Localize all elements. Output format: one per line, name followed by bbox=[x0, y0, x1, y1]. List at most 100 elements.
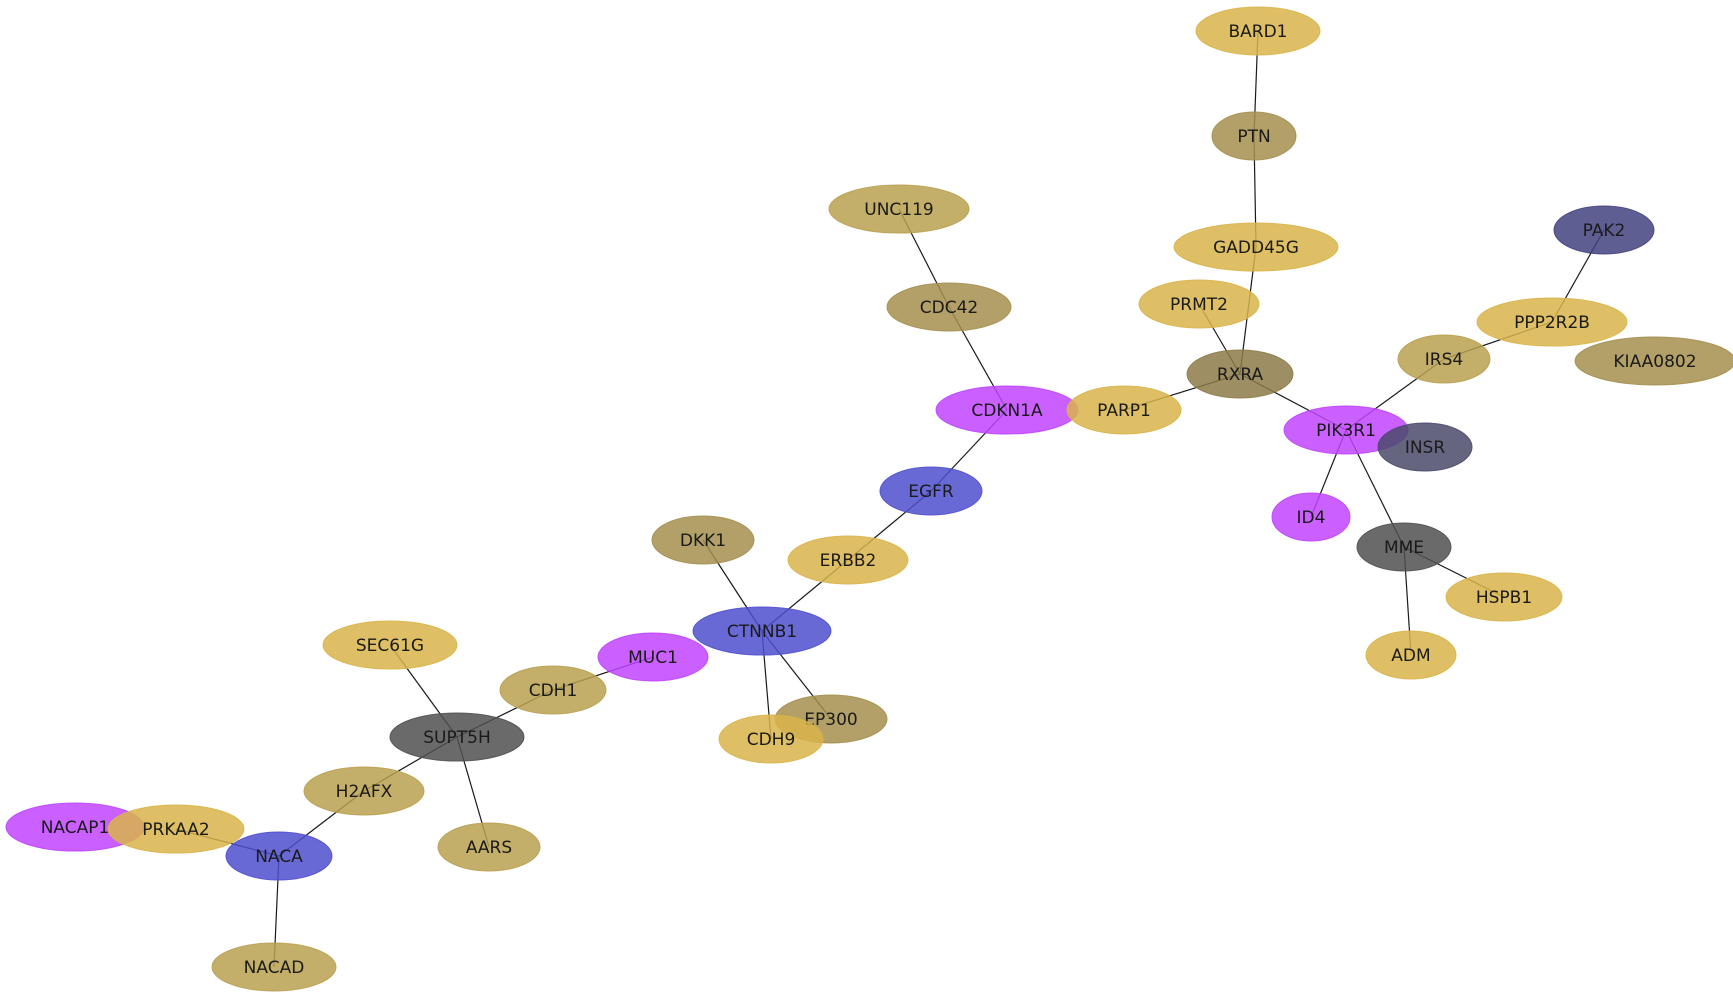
node-ellipse bbox=[1397, 334, 1491, 384]
node-cdc42[interactable]: CDC42 bbox=[886, 282, 1012, 332]
node-label: EGFR bbox=[908, 482, 954, 502]
node-aars[interactable]: AARS bbox=[437, 822, 541, 872]
node-prkaa2[interactable]: PRKAA2 bbox=[107, 804, 245, 854]
node-ellipse bbox=[1553, 205, 1655, 255]
node-label: NACA bbox=[255, 847, 303, 867]
node-ellipse bbox=[1445, 572, 1563, 622]
node-ellipse bbox=[1365, 630, 1457, 680]
node-label: HSPB1 bbox=[1476, 588, 1532, 608]
node-sec61g[interactable]: SEC61G bbox=[322, 620, 458, 670]
node-label: MME bbox=[1384, 538, 1424, 558]
node-pik3r1[interactable]: PIK3R1 bbox=[1283, 405, 1409, 455]
node-label: ID4 bbox=[1297, 508, 1326, 528]
node-h2afx[interactable]: H2AFX bbox=[303, 766, 425, 816]
node-label: CTNNB1 bbox=[727, 622, 797, 642]
node-label: CDC42 bbox=[920, 298, 978, 318]
node-adm[interactable]: ADM bbox=[1365, 630, 1457, 680]
node-ellipse bbox=[322, 620, 458, 670]
node-dkk1[interactable]: DKK1 bbox=[651, 515, 755, 565]
node-ellipse bbox=[1476, 297, 1628, 347]
node-label: PIK3R1 bbox=[1316, 421, 1376, 441]
node-ellipse bbox=[389, 712, 525, 762]
node-cdh9[interactable]: CDH9 bbox=[718, 714, 824, 764]
node-prmt2[interactable]: PRMT2 bbox=[1138, 279, 1260, 329]
node-erbb2[interactable]: ERBB2 bbox=[787, 535, 909, 585]
node-label: H2AFX bbox=[336, 782, 393, 802]
node-label: PPP2R2B bbox=[1514, 313, 1590, 333]
node-label: PARP1 bbox=[1097, 401, 1151, 421]
node-ellipse bbox=[879, 466, 983, 516]
node-parp1[interactable]: PARP1 bbox=[1066, 385, 1182, 435]
node-label: INSR bbox=[1405, 438, 1446, 458]
node-ellipse bbox=[225, 831, 333, 881]
node-label: SUPT5H bbox=[423, 728, 490, 748]
node-ellipse bbox=[1377, 422, 1473, 472]
node-ellipse bbox=[597, 632, 709, 682]
node-label: GADD45G bbox=[1213, 238, 1299, 258]
node-ellipse bbox=[499, 665, 607, 715]
node-ellipse bbox=[1173, 222, 1339, 272]
node-label: UNC119 bbox=[864, 200, 933, 220]
node-label: PRKAA2 bbox=[142, 820, 209, 840]
node-label: BARD1 bbox=[1228, 22, 1287, 42]
node-label: KIAA0802 bbox=[1613, 352, 1696, 372]
node-ellipse bbox=[828, 184, 970, 234]
node-supt5h[interactable]: SUPT5H bbox=[389, 712, 525, 762]
node-label: IRS4 bbox=[1425, 350, 1463, 370]
node-rxra[interactable]: RXRA bbox=[1186, 349, 1294, 399]
node-label: NACAD bbox=[244, 958, 305, 978]
node-irs4[interactable]: IRS4 bbox=[1397, 334, 1491, 384]
node-egfr[interactable]: EGFR bbox=[879, 466, 983, 516]
node-label: DKK1 bbox=[680, 531, 726, 551]
node-label: MUC1 bbox=[628, 648, 678, 668]
node-ellipse bbox=[437, 822, 541, 872]
node-label: PAK2 bbox=[1583, 221, 1626, 241]
node-label: CDH9 bbox=[747, 730, 796, 750]
node-ellipse bbox=[787, 535, 909, 585]
node-ctnnb1[interactable]: CTNNB1 bbox=[692, 606, 832, 656]
node-nacad[interactable]: NACAD bbox=[211, 942, 337, 992]
node-label: RXRA bbox=[1217, 365, 1264, 385]
node-cdh1[interactable]: CDH1 bbox=[499, 665, 607, 715]
node-kiaa0802[interactable]: KIAA0802 bbox=[1574, 336, 1733, 386]
node-ellipse bbox=[1356, 522, 1452, 572]
node-label: EP300 bbox=[804, 710, 857, 730]
node-ellipse bbox=[1574, 336, 1733, 386]
node-label: PRMT2 bbox=[1170, 295, 1228, 315]
node-ellipse bbox=[1066, 385, 1182, 435]
node-bard1[interactable]: BARD1 bbox=[1195, 6, 1321, 56]
node-label: CDH1 bbox=[529, 681, 578, 701]
node-nacap1[interactable]: NACAP1 bbox=[5, 802, 145, 852]
node-id4[interactable]: ID4 bbox=[1271, 492, 1351, 542]
node-cdkn1a[interactable]: CDKN1A bbox=[935, 385, 1079, 435]
node-ellipse bbox=[211, 942, 337, 992]
node-ellipse bbox=[1186, 349, 1294, 399]
node-label: SEC61G bbox=[356, 636, 424, 656]
node-mme[interactable]: MME bbox=[1356, 522, 1452, 572]
node-ellipse bbox=[1271, 492, 1351, 542]
node-naca[interactable]: NACA bbox=[225, 831, 333, 881]
node-ellipse bbox=[692, 606, 832, 656]
node-ellipse bbox=[1195, 6, 1321, 56]
node-label: NACAP1 bbox=[41, 818, 110, 838]
node-ellipse bbox=[718, 714, 824, 764]
node-label: AARS bbox=[466, 838, 512, 858]
node-ptn[interactable]: PTN bbox=[1211, 111, 1297, 161]
node-ellipse bbox=[651, 515, 755, 565]
node-label: ERBB2 bbox=[820, 551, 877, 571]
node-insr[interactable]: INSR bbox=[1377, 422, 1473, 472]
node-pak2[interactable]: PAK2 bbox=[1553, 205, 1655, 255]
node-unc119[interactable]: UNC119 bbox=[828, 184, 970, 234]
node-ellipse bbox=[303, 766, 425, 816]
node-label: PTN bbox=[1237, 127, 1270, 147]
node-ellipse bbox=[886, 282, 1012, 332]
node-gadd45g[interactable]: GADD45G bbox=[1173, 222, 1339, 272]
node-muc1[interactable]: MUC1 bbox=[597, 632, 709, 682]
node-hspb1[interactable]: HSPB1 bbox=[1445, 572, 1563, 622]
node-ppp2r2b[interactable]: PPP2R2B bbox=[1476, 297, 1628, 347]
node-ellipse bbox=[107, 804, 245, 854]
node-label: CDKN1A bbox=[971, 401, 1043, 421]
node-ellipse bbox=[1211, 111, 1297, 161]
